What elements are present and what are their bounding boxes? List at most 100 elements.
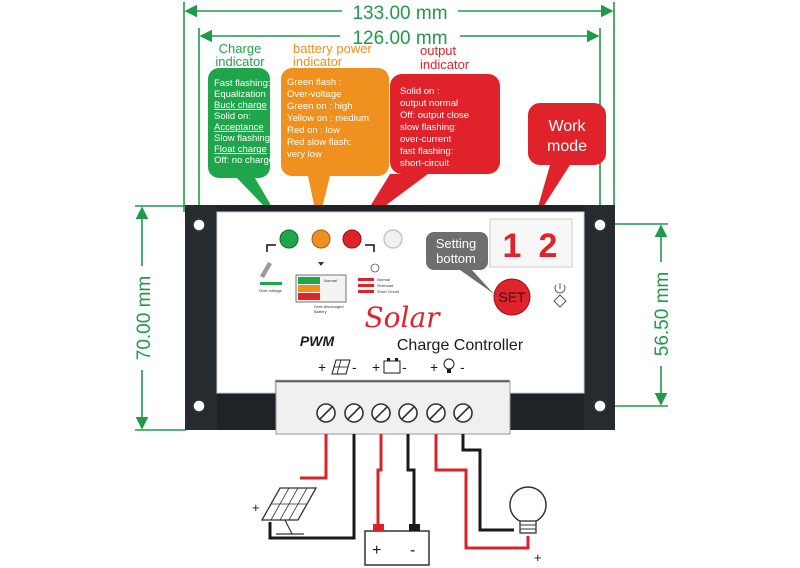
setting-callout: Setting bottom [426,232,494,294]
load-status-graphic: Normal Overload Short Circuit [358,263,400,294]
mount-hole [192,399,206,413]
digit-display: 1 2 [489,218,573,268]
terminal-block [275,381,511,435]
hole-width-label: 126.00 mm [352,28,447,49]
set-button[interactable]: SET [493,278,531,316]
battery: + - [364,524,430,566]
svg-text:Green flash :: Green flash : [287,77,341,88]
svg-text:Work: Work [548,118,586,135]
battery-line: Red on : low [287,125,340,136]
load-short-label: Short Circuit [377,289,400,294]
svg-text:battery power: battery power [293,41,372,56]
load-plus: + [430,359,438,375]
battery-plus-sign: + [372,542,381,559]
output-indicator-callout: output indicator Solid on : output norma… [358,43,500,226]
battery-led [311,229,331,249]
output-line: slow flashing: [400,122,457,133]
battery-minus-sign: - [410,542,415,559]
svg-text:over-current: over-current [400,134,452,145]
svg-text:Yellow on : medium: Yellow on : medium [287,113,369,124]
subtitle-charge-controller: Charge Controller [397,337,524,354]
svg-text:Solid on :: Solid on : [400,86,440,97]
mount-hole [593,399,607,413]
set-button-label: SET [498,289,526,305]
charge-line: Slow flashing [214,133,270,144]
panel-plus-sign: + [252,500,260,515]
output-line: Solid on : [400,86,440,97]
charge-title-line-2: indicator [215,54,265,69]
charge-line: Float charge [214,144,267,155]
bulb-plus-sign: + [534,550,542,565]
svg-text:Green on : high: Green on : high [287,101,353,112]
battery-line: very low [287,149,322,160]
battery-normal-label: Normal [324,278,337,283]
svg-text:bottom: bottom [436,251,476,266]
svg-text:indicator: indicator [420,57,470,72]
svg-text:slow flashing:: slow flashing: [400,122,457,133]
solar-minus: - [352,359,357,375]
mount-hole [593,218,607,232]
overall-width-label: 133.00 mm [352,3,447,24]
svg-text:indicator: indicator [293,54,343,69]
charge-led [279,229,299,249]
terminal-symbols: + - + - + - [318,358,465,375]
svg-text:output normal: output normal [400,98,458,109]
hole-height-label: 56.50 mm [652,272,673,356]
svg-text:Charge: Charge [219,41,262,56]
solar-plus: + [318,359,326,375]
svg-text:indicator: indicator [215,54,265,69]
charge-line: Equalization [214,89,266,100]
output-line: short-circuit [400,158,449,169]
battery-plus: + [372,359,380,375]
battery-label: Battery [314,309,327,314]
load-normal-label: Normal [377,277,390,282]
svg-text:Equalization: Equalization [214,89,266,100]
battery-line: Green flash : [287,77,341,88]
work-mode-callout: Work mode [528,103,606,221]
load-minus: - [460,359,465,375]
bulb-icon [443,358,455,373]
solar-panel: + [252,487,318,535]
work-mode-line-2: mode [547,138,587,155]
indicator-leds [266,229,403,252]
over-voltage-label: Over-voltage [259,288,283,293]
display-digit-1: 1 [503,227,522,265]
terminal-screws [316,403,473,423]
load-overload-label: Overload [377,283,393,288]
display-digit-2: 2 [539,227,558,265]
charge-line: Acceptance [214,122,264,133]
setting-line-2: bottom [436,251,476,266]
charge-title-line-1: Charge [219,41,262,56]
model-pwm: PWM [300,333,335,349]
svg-text:Setting: Setting [436,236,476,251]
svg-text:Acceptance: Acceptance [214,122,264,133]
charge-indicator-callout: Charge indicator Fast flashing: Equaliza… [208,41,283,226]
svg-text:Red slow flash:: Red slow flash: [287,137,351,148]
output-line: output normal [400,98,458,109]
svg-text:Off: no charge: Off: no charge [214,155,274,166]
svg-text:Red on : low: Red on : low [287,125,340,136]
battery-line: Over-voltage [287,89,341,100]
charge-line: Fast flashing: [214,78,271,89]
battery-indicator-callout: battery power indicator Green flash : Ov… [281,41,389,224]
output-line: fast flashing: [400,146,453,157]
battery-overdischarged-label: Over-discharged [314,304,344,309]
battery-line: Green on : high [287,101,353,112]
svg-text:very low: very low [287,149,322,160]
setting-line-1: Setting [436,236,476,251]
brand-solar: Solar [364,301,441,334]
wiring [268,434,530,550]
svg-text:fast flashing:: fast flashing: [400,146,453,157]
svg-text:Slow flashing: Slow flashing [214,133,270,144]
svg-text:Fast flashing:: Fast flashing: [214,78,271,89]
battery-minus: - [402,359,407,375]
svg-text:Off: output close: Off: output close [400,110,469,121]
power-icon [553,283,567,308]
svg-text:Solid on:: Solid on: [214,111,251,122]
battery-status-graphic: Over-voltage Normal Over-discharged Batt… [259,262,347,314]
charge-line: Solid on: [214,111,251,122]
battery-title-line-2: indicator [293,54,343,69]
solar-panel-icon [331,359,351,375]
charge-line: Buck charge [214,100,267,111]
